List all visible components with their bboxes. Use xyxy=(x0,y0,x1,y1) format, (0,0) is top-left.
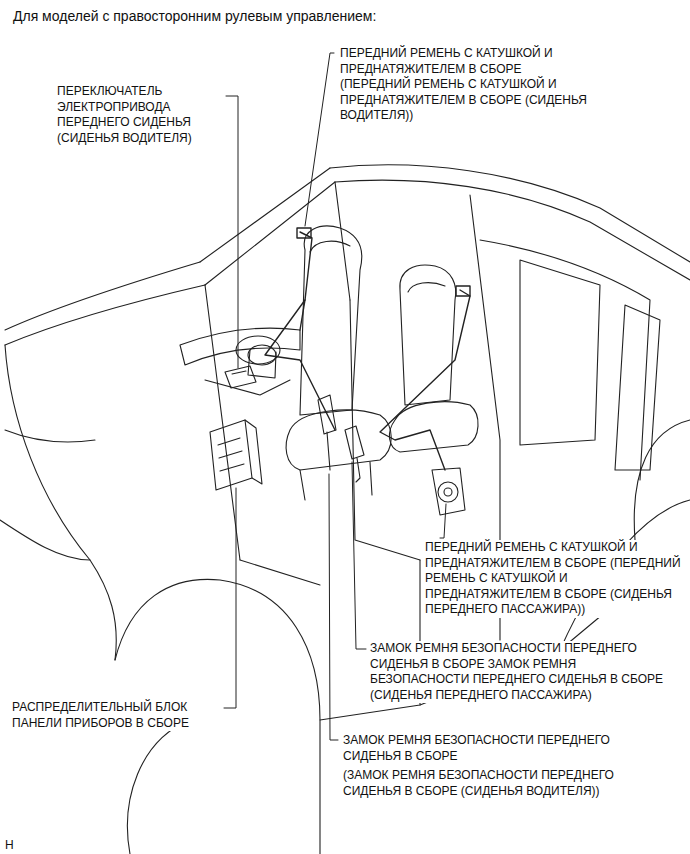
part-label: ПЕРЕКЛЮЧАТЕЛЬ ЭЛЕКТРОПРИВОДА ПЕРЕДНЕГО С… xyxy=(57,84,207,146)
part-label: ПЕРЕДНИЙ РЕМЕНЬ С КАТУШКОЙ И ПРЕДНАТЯЖИТ… xyxy=(425,540,683,618)
leader-lines xyxy=(224,53,446,740)
dashboard xyxy=(180,328,300,395)
power-seat-switch xyxy=(225,366,256,388)
seat-belts xyxy=(265,228,470,470)
junction-block xyxy=(210,420,262,490)
retractor xyxy=(248,345,465,515)
buckle xyxy=(318,395,364,482)
part-label: ЗАМОК РЕМНЯ БЕЗОПАСНОСТИ ПЕРЕДНЕГО СИДЕН… xyxy=(343,733,643,764)
car-body xyxy=(0,165,690,854)
figure-code: H xyxy=(5,838,25,854)
diagram-title: Для моделей с правосторонним рулевым упр… xyxy=(13,8,376,24)
part-label: (ЗАМОК РЕМНЯ БЕЗОПАСНОСТИ ПЕРЕДНЕГО СИДЕ… xyxy=(343,768,673,799)
part-label: ЗАМОК РЕМНЯ БЕЗОПАСНОСТИ ПЕРЕДНЕГО СИДЕН… xyxy=(370,641,670,703)
part-label: РАСПРЕДЕЛИТЕЛЬНЫЙ БЛОК ПАНЕЛИ ПРИБОРОВ В… xyxy=(12,700,217,731)
part-label: ПЕРЕДНИЙ РЕМЕНЬ С КАТУШКОЙ И ПРЕДНАТЯЖИТ… xyxy=(340,46,588,124)
